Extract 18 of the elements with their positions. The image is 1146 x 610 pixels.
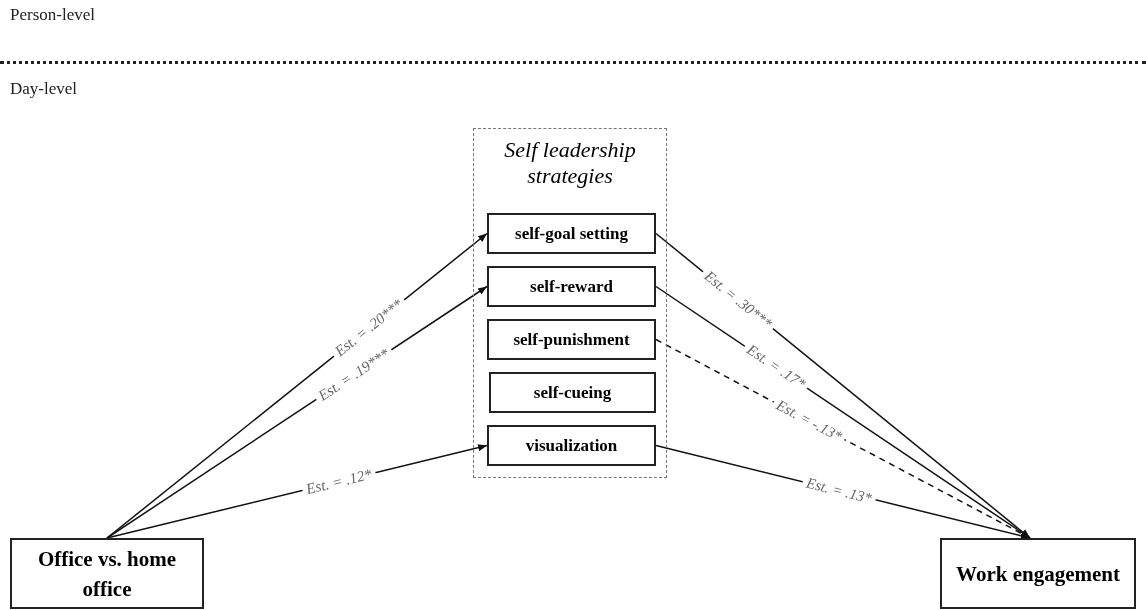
variable-name: self-cueing (533, 382, 612, 403)
variable-name: Office vs. home office (36, 545, 178, 603)
variable-box (487, 425, 656, 466)
variable-name: self-reward (530, 276, 613, 297)
variable-name: self-goal setting (515, 223, 628, 244)
variable-box (487, 266, 656, 307)
variable-box (489, 372, 656, 413)
level-label: Day-level (10, 79, 78, 99)
group-frame (473, 128, 667, 478)
variable-name: Work engagement (956, 560, 1120, 588)
level-label: Person-level (10, 5, 95, 25)
variable-name: self-punishment (513, 329, 630, 350)
variable-box (10, 538, 204, 609)
variable-box (487, 213, 656, 254)
group-title: Self leadership strategies (503, 137, 637, 189)
variable-box (940, 538, 1136, 609)
variable-name: visualization (525, 435, 618, 456)
variable-box (487, 319, 656, 360)
